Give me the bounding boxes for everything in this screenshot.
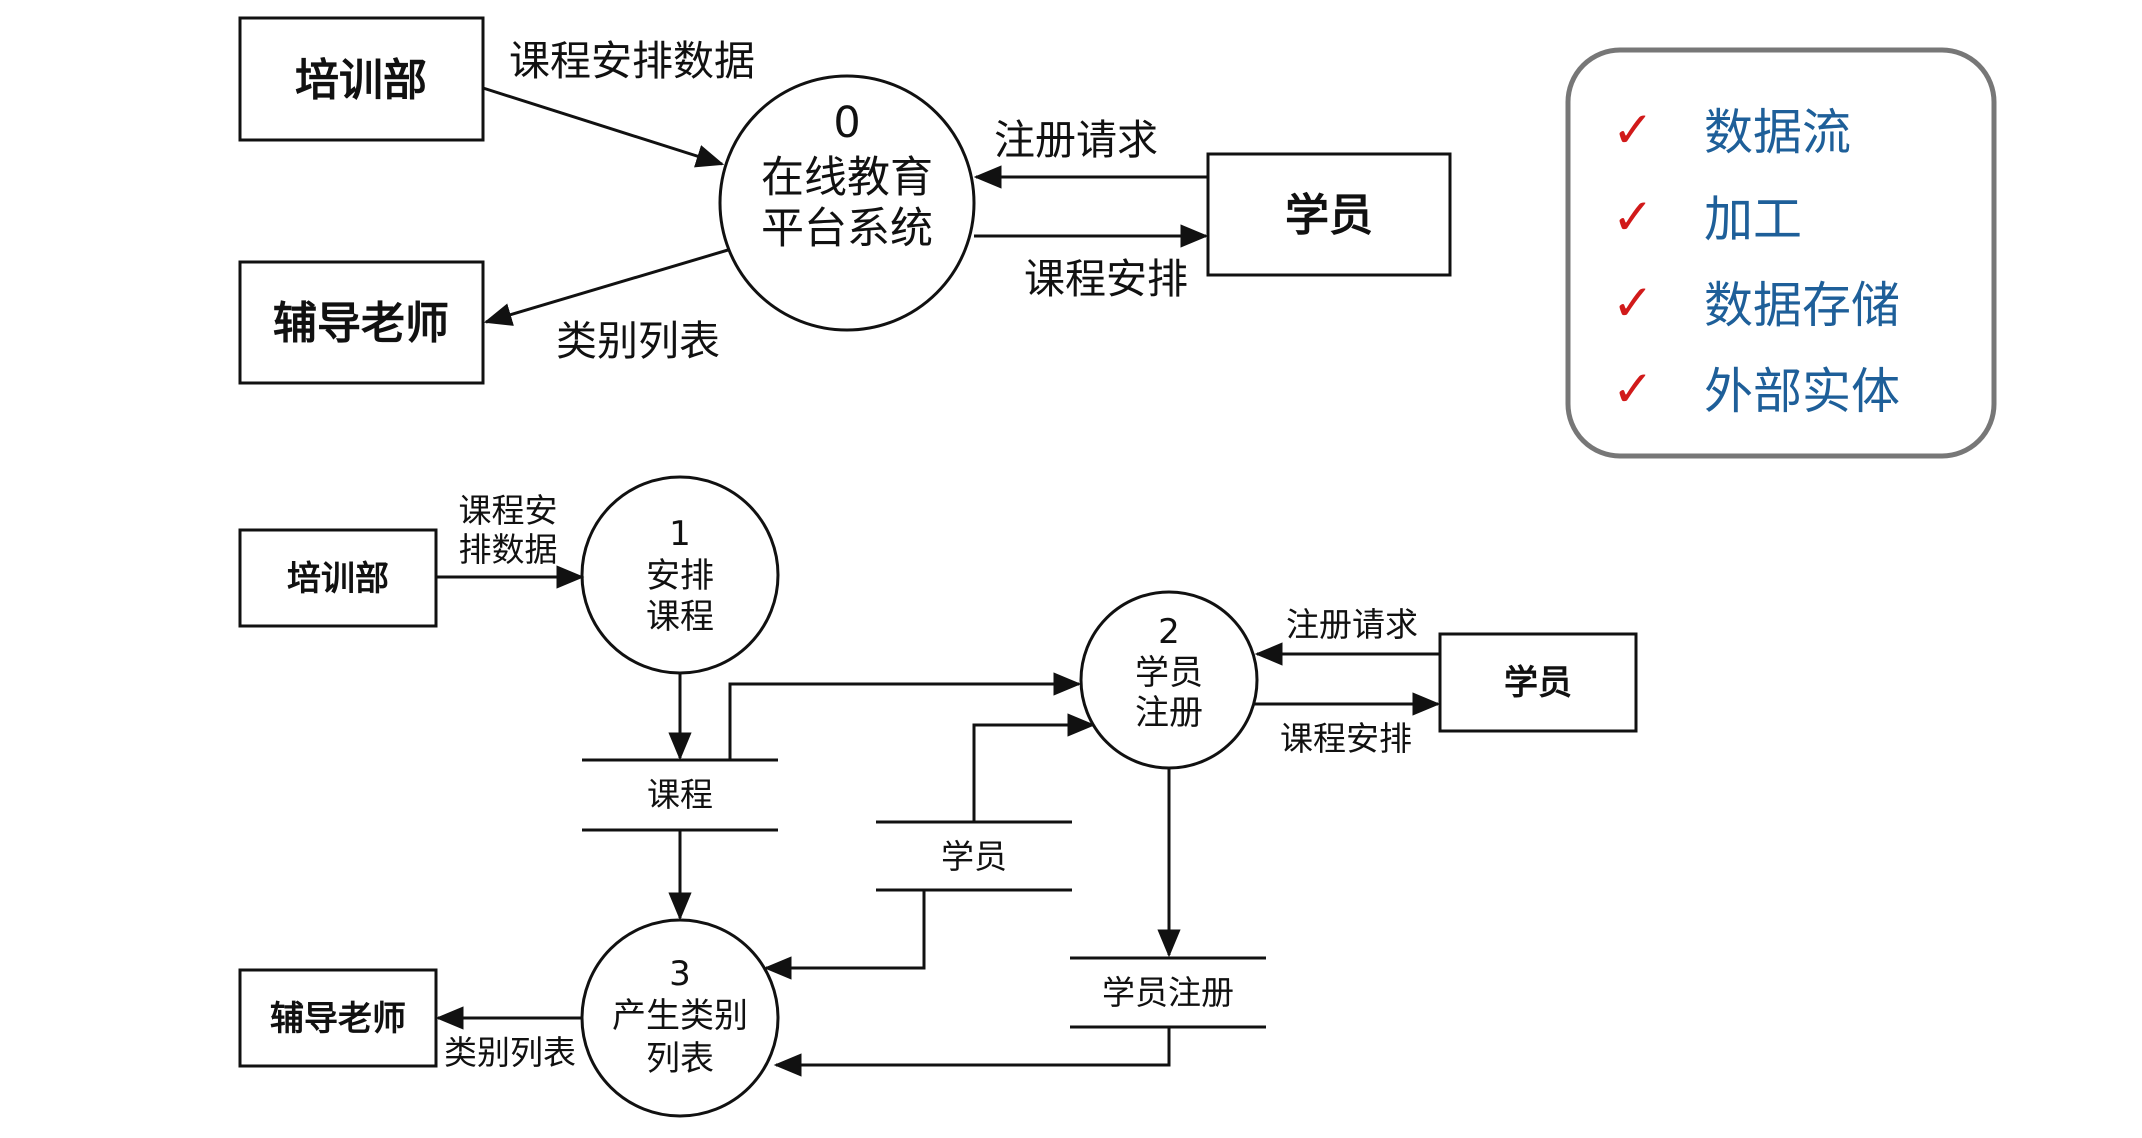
entity-training-dept-label: 培训部 [295, 55, 427, 106]
entity-training-dept: 培训部 [238, 16, 485, 142]
legend-panel: ✓ 数据流 ✓ 加工 ✓ 数据存储 ✓ 外部实体 [1565, 47, 1997, 459]
l1-entity-tutor: 辅导老师 [238, 968, 438, 1068]
l1-datastore-course-label: 课程 [647, 775, 713, 814]
l1-entity-training-dept-label: 培训部 [287, 559, 389, 599]
flow-category-list [483, 248, 729, 326]
l1-flow-student-store-to-p3 [763, 890, 926, 980]
legend-item-data-store: ✓ 数据存储 [1612, 274, 1900, 334]
check-icon: ✓ [1612, 101, 1654, 159]
l1-flow-registration-to-p3 [773, 1027, 1171, 1077]
l1-process-1: 1 安排 课程 [580, 475, 780, 675]
l1-process-2-number: 2 [1158, 612, 1180, 652]
l1-flow-register-request-label: 注册请求 [1286, 605, 1418, 644]
flow-register-request-label: 注册请求 [994, 116, 1158, 164]
legend-item-data-flow: ✓ 数据流 [1612, 101, 1851, 161]
check-icon: ✓ [1612, 360, 1654, 418]
l1-datastore-course: 课程 [582, 758, 778, 832]
l1-flow-student-store-to-p2 [972, 713, 1096, 822]
process-0-name-line2: 平台系统 [761, 204, 933, 254]
l1-flow-course-schedule-label: 课程安排 [1280, 719, 1412, 758]
l1-process-1-number: 1 [669, 514, 691, 554]
l1-flow-course-to-p2 [728, 672, 1082, 760]
l1-entity-training-dept: 培训部 [238, 528, 438, 628]
check-icon: ✓ [1612, 274, 1654, 332]
l1-process-1-line1: 安排 [646, 556, 714, 596]
l1-process-1-line2: 课程 [646, 597, 714, 637]
check-icon: ✓ [1612, 188, 1654, 246]
l1-datastore-student-registration: 学员注册 [1070, 956, 1266, 1029]
legend-item-label: 数据流 [1704, 104, 1851, 161]
l1-datastore-student-registration-label: 学员注册 [1102, 973, 1234, 1012]
l1-process-2: 2 学员 注册 [1079, 590, 1259, 770]
legend-item-label: 加工 [1704, 191, 1802, 248]
entity-tutor-label: 辅导老师 [273, 298, 449, 349]
l1-entity-student: 学员 [1438, 632, 1638, 733]
l1-process-3-line2: 列表 [646, 1039, 714, 1079]
l1-process-3-number: 3 [669, 954, 691, 994]
l1-process-3-line1: 产生类别 [612, 996, 748, 1036]
process-0-number: 0 [833, 98, 860, 148]
legend-item-external-entity: ✓ 外部实体 [1612, 360, 1900, 420]
l1-flow-course-schedule-data-line1: 课程安 [459, 491, 558, 530]
l1-flow-category-list-label: 类别列表 [444, 1033, 576, 1072]
level1-diagram: 培训部 辅导老师 学员 1 安排 课程 2 学员 注册 3 [238, 475, 1638, 1118]
process-0: 0 在线教育 平台系统 [718, 74, 976, 332]
l1-entity-tutor-label: 辅导老师 [270, 999, 406, 1039]
flow-course-schedule-label: 课程安排 [1024, 255, 1188, 303]
context-diagram: 培训部 辅导老师 学员 0 在线教育 平台系统 课程安排数据 注册请求 课程安排… [238, 16, 1452, 385]
legend-item-label: 外部实体 [1704, 363, 1900, 420]
l1-entity-student-label: 学员 [1504, 663, 1572, 703]
flow-category-list-label: 类别列表 [556, 317, 720, 365]
legend-item-label: 数据存储 [1704, 277, 1900, 334]
flow-course-schedule-data-label: 课程安排数据 [509, 37, 755, 85]
entity-tutor: 辅导老师 [238, 260, 485, 385]
l1-process-2-line2: 注册 [1135, 693, 1203, 733]
process-0-name-line1: 在线教育 [761, 153, 933, 203]
legend-item-process: ✓ 加工 [1612, 188, 1802, 248]
l1-process-2-line1: 学员 [1135, 653, 1203, 693]
entity-student-label: 学员 [1285, 190, 1373, 241]
entity-student: 学员 [1206, 152, 1452, 277]
l1-datastore-student: 学员 [876, 820, 1072, 892]
l1-datastore-student-label: 学员 [941, 837, 1007, 876]
l1-flow-course-schedule-data-line2: 排数据 [459, 530, 558, 569]
flow-course-schedule-data [482, 86, 725, 168]
l1-process-3: 3 产生类别 列表 [580, 918, 780, 1118]
